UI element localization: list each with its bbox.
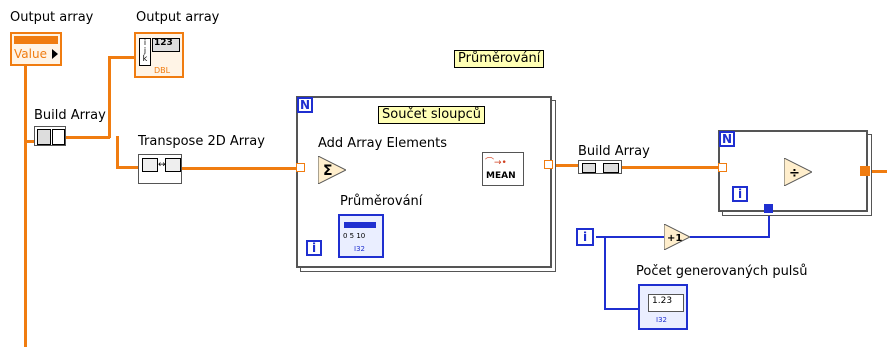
wire-build1-out[interactable] [66,136,110,139]
output-array-1-indicator[interactable]: Value [10,32,62,66]
wire-transpose-out[interactable] [182,167,296,170]
output-array-1-label: Output array [10,10,94,25]
wire-i-down[interactable] [604,236,606,310]
increment-icon: +1 [663,223,692,251]
build-array-2-icon [582,163,596,173]
slider-scale: 0 5 10 [343,232,366,240]
loop-2-output-tunnel[interactable] [860,166,870,176]
add-array-elements-label: Add Array Elements [318,136,448,151]
divide-node[interactable]: ÷ [783,157,814,187]
wire-plus1-out[interactable] [690,236,770,238]
increment-node[interactable]: +1 [663,223,692,251]
wire-to-pocet[interactable] [604,308,642,310]
arrow-right-icon [52,49,58,59]
pocet-type: I32 [656,316,667,324]
mean-node[interactable]: ⌒→• MEAN [482,152,524,186]
index-display [14,36,58,44]
free-label-prumerovani: Průměrování [454,50,545,68]
svg-text:÷: ÷ [789,166,800,181]
loop-2-count-terminal[interactable]: N [719,131,735,147]
grid-icon [52,129,65,145]
output-array-2-dbl: DBL [154,66,171,75]
svg-text:+1: +1 [667,233,682,244]
divide-icon: ÷ [783,157,814,187]
wire-left-to-build1[interactable] [24,140,34,143]
mean-graph-icon: ⌒→• [485,158,507,168]
build-array-1-node[interactable] [34,126,66,146]
outer-iteration-terminal[interactable]: i [576,228,594,246]
pocet-indicator[interactable]: 1.23 I32 [638,284,688,330]
output-array-2-label: Output array [136,10,220,25]
wire-right-out[interactable] [870,170,887,173]
wire-left-vertical[interactable] [24,66,27,347]
build-array-icon [37,129,51,145]
transpose-node[interactable]: ↔ [138,154,182,184]
wire-to-output2-vertical[interactable] [108,56,111,138]
transpose-arrow-icon: ↔ [158,160,166,170]
wire-to-output2-horizontal[interactable] [108,56,136,59]
loop-1-count-terminal[interactable]: N [297,97,313,113]
wire-loop1-out[interactable] [554,164,578,167]
loop-2-input-tunnel[interactable] [718,163,727,172]
transpose-out-icon [165,158,181,172]
soucet-sloupcu-label: Součet sloupců [378,106,486,124]
loop-1-iteration-terminal[interactable]: i [306,240,322,256]
pocet-label: Počet generovaných pulsů [636,264,808,279]
slider-type: I32 [354,245,365,253]
wire-i-to-plus1[interactable] [596,236,664,238]
pocet-value: 1.23 [652,296,673,306]
output-array-2-type: 123 [154,38,173,48]
prumerovani-control-label: Průměrování [340,194,423,209]
build-array-1-label: Build Array [34,108,106,123]
wire-tunnel-up[interactable] [768,208,770,238]
sigma-icon: Σ [317,155,348,185]
wire-build2-out[interactable] [622,166,722,169]
type-box [152,38,180,52]
build-array-2-node[interactable] [578,160,622,174]
output-array-1-value: Value [14,47,47,61]
loop-2-denominator-tunnel[interactable] [764,204,773,213]
add-array-elements-node[interactable]: Σ [317,155,348,185]
pocet-value-box [648,294,684,312]
wire-to-transpose-vertical[interactable] [116,136,119,168]
transpose-icon [142,158,158,172]
prumerovani-slider-control[interactable]: 0 5 10 I32 [338,214,384,258]
build-array-2-out-icon [603,163,619,173]
transpose-label: Transpose 2D Array [138,134,265,149]
mean-text: MEAN [486,171,516,181]
loop-1-input-tunnel[interactable] [296,163,305,172]
build-array-2-label: Build Array [578,144,650,159]
svg-text:Σ: Σ [323,163,333,179]
loop-1-output-tunnel[interactable] [544,160,553,169]
wire-to-transpose-horizontal[interactable] [116,166,138,169]
loop-2-iteration-terminal[interactable]: i [732,186,748,202]
slider-track-icon [344,222,376,228]
